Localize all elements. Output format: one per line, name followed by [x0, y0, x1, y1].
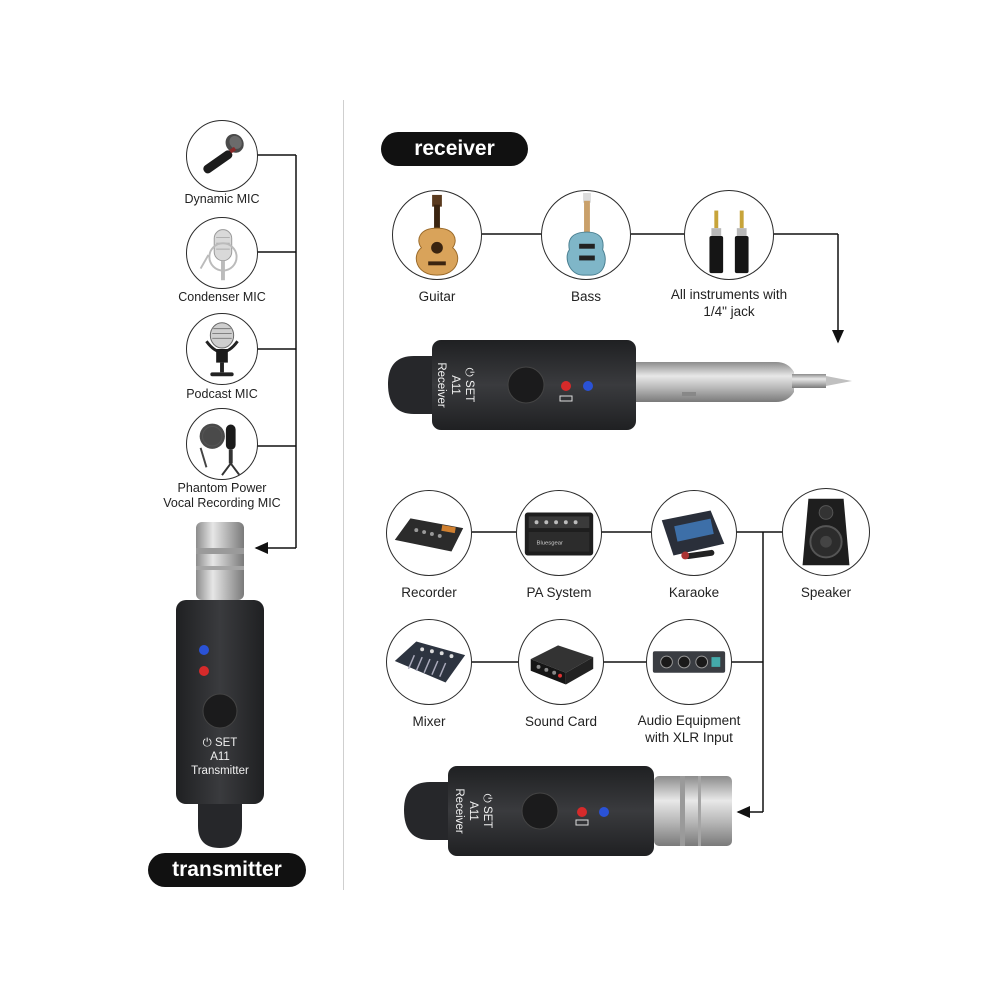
jack-plug-icon [684, 190, 774, 280]
transmitter-title: transmitter [148, 853, 306, 887]
phantom-mic-label: Phantom Power Vocal Recording MIC [152, 481, 292, 511]
dynamic-mic-icon [186, 120, 258, 192]
jack-label-line1: All instruments with [670, 287, 788, 302]
pa-system-icon: Bluesgear [516, 490, 602, 576]
speaker-label: Speaker [800, 585, 852, 600]
amp-brand: Bluesgear [537, 541, 563, 547]
karaoke-icon [651, 490, 737, 576]
bass-icon [541, 190, 631, 280]
mixer-label: Mixer [412, 714, 446, 729]
dynamic-mic-label: Dynamic MIC [184, 192, 260, 206]
podcast-mic-label: Podcast MIC [186, 387, 258, 401]
guitar-icon [392, 190, 482, 280]
xlr-panel-label-line2: with XLR Input [645, 730, 733, 745]
receiver-device-top: ⏻ SET A11 Receiver [388, 340, 852, 430]
receiver-bottom-name: Receiver [453, 788, 465, 834]
receiver-top-power-label: ⏻ SET [463, 368, 476, 403]
guitar-label: Guitar [418, 289, 456, 304]
phantom-mic-icon [186, 408, 258, 480]
section-divider [343, 100, 344, 890]
podcast-mic-icon [186, 313, 258, 385]
pa-system-label: PA System [526, 585, 592, 600]
jack-label-line2: 1/4" jack [703, 304, 755, 319]
sound-card-icon [518, 619, 604, 705]
bass-label: Bass [570, 289, 601, 304]
speaker-icon [782, 488, 870, 576]
receiver-bottom-power-label: ⏻ SET [481, 794, 494, 829]
transmitter-name: Transmitter [191, 765, 249, 777]
condenser-mic-label: Condenser MIC [178, 290, 266, 304]
karaoke-label: Karaoke [668, 585, 720, 600]
receiver-top-model: A11 [449, 375, 461, 395]
mixer-icon [386, 619, 472, 705]
xlr-panel-label-line1: Audio Equipment [637, 713, 741, 728]
receiver-top-name: Receiver [435, 362, 447, 408]
phantom-mic-label-line2: Vocal Recording MIC [163, 496, 281, 510]
xlr-panel-icon [646, 619, 732, 705]
receiver-bottom-model: A11 [467, 801, 479, 821]
receiver-title: receiver [381, 132, 528, 166]
condenser-mic-icon [186, 217, 258, 289]
phantom-mic-label-line1: Phantom Power [177, 481, 267, 495]
receiver-device-bottom: ⏻ SET A11 Receiver [404, 766, 732, 856]
sound-card-label: Sound Card [524, 714, 598, 729]
transmitter-power-label: ⏻ SET [203, 736, 238, 749]
recorder-icon [386, 490, 472, 576]
transmitter-model: A11 [210, 751, 230, 763]
recorder-label: Recorder [401, 585, 457, 600]
jack-label: All instruments with 1/4" jack [649, 286, 809, 320]
transmitter-device: ⏻ SET A11 Transmitter [176, 522, 264, 848]
xlr-panel-label: Audio Equipment with XLR Input [609, 712, 769, 746]
